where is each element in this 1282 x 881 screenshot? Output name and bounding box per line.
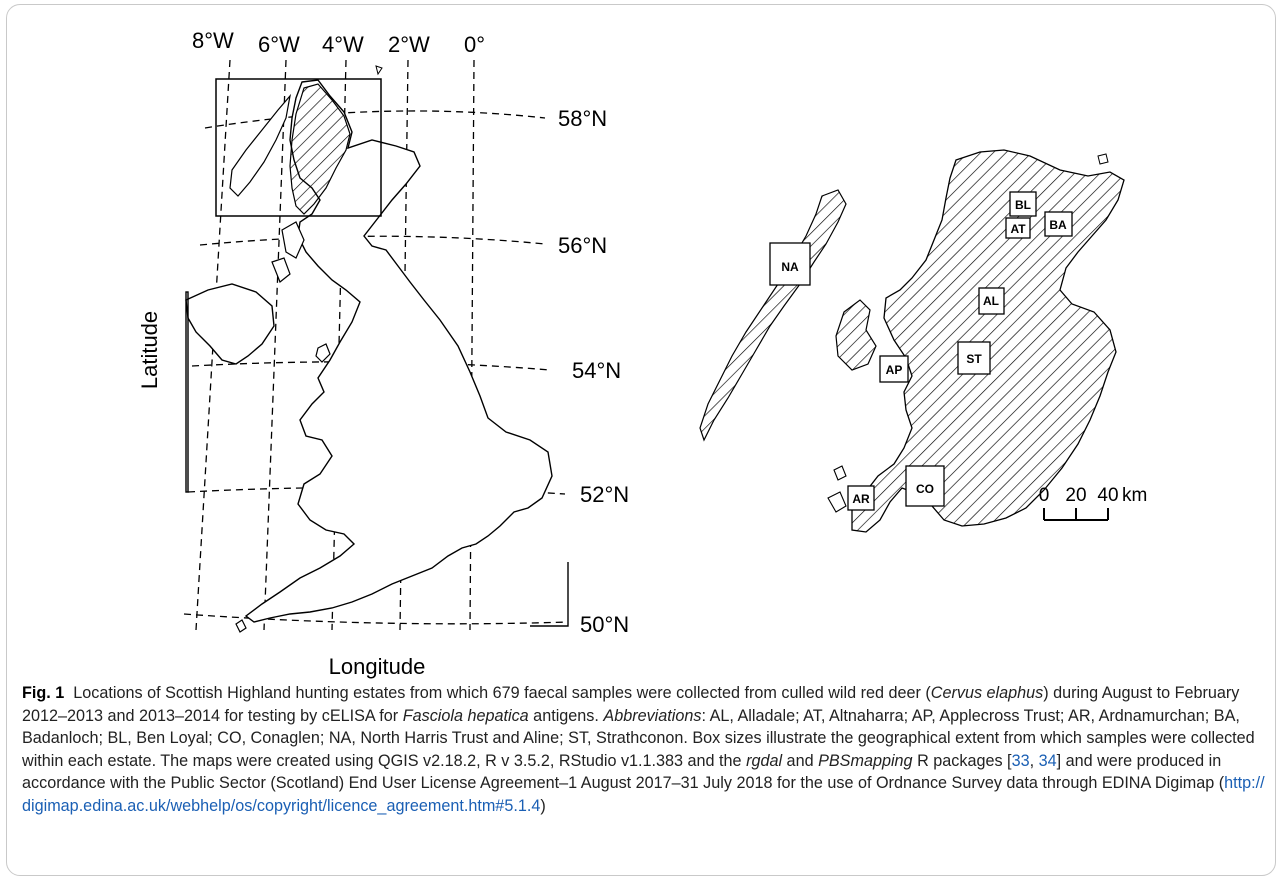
skye-island [835, 299, 877, 371]
scale-label-0: 0 [1039, 485, 1050, 506]
figure-caption: Fig. 1 Locations of Scottish Highland hu… [22, 684, 1265, 815]
latitude-labels: 58°N 56°N 54°N 52°N 50°N [558, 106, 629, 637]
lat-label-56n: 56°N [558, 233, 607, 258]
digimap-license-link[interactable]: http://digimap.edina.ac.uk/webhelp/os/co… [22, 774, 1265, 815]
south-england-islands [235, 619, 247, 633]
figure-maps: 8°W 6°W 4°W 2°W 0° 58°N 56°N 54°N 52°N 5… [137, 28, 1147, 679]
shetland-fragment [375, 65, 383, 76]
orkney-fragment [1097, 153, 1109, 165]
estate-box-al: AL [978, 287, 1005, 315]
y-axis-label: Latitude [137, 311, 162, 389]
x-axis-label: Longitude [329, 654, 426, 679]
svg-text:AT: AT [1010, 222, 1026, 236]
estate-box-at: AT [1005, 217, 1031, 239]
inner-isles [271, 221, 305, 283]
lat-label-54n: 54°N [572, 358, 621, 383]
svg-text:ST: ST [966, 352, 982, 366]
lon-label-6w: 6°W [258, 32, 300, 57]
lat-label-50n: 50°N [580, 612, 629, 637]
svg-text:CO: CO [916, 482, 934, 496]
figure-number: Fig. 1 [22, 684, 65, 702]
estate-box-ba: BA [1044, 211, 1073, 237]
highlands-mainland [851, 149, 1125, 533]
species-name: Cervus elaphus [930, 684, 1044, 702]
lon-label-2w: 2°W [388, 32, 430, 57]
outer-hebrides [699, 189, 847, 442]
package-rgdal: rgdal [746, 751, 783, 770]
estate-box-ar: AR [847, 485, 875, 511]
scale-label-km: km [1122, 485, 1147, 506]
parasite-name: Fasciola hepatica [402, 706, 529, 725]
highlands-map: BL BA AT NA AL ST [699, 149, 1147, 533]
scale-label-20: 20 [1065, 485, 1086, 506]
package-pbsmapping: PBSmapping [818, 751, 913, 770]
figure-frame [6, 4, 1276, 876]
isle-of-man [315, 343, 331, 363]
estate-box-bl: BL [1009, 191, 1037, 217]
estate-boxes: BL BA AT NA AL ST [769, 191, 1073, 511]
reference-link-33[interactable]: 33 [1011, 751, 1030, 770]
estate-box-ap: AP [879, 355, 909, 383]
svg-text:AL: AL [983, 294, 999, 308]
estate-box-st: ST [957, 341, 991, 375]
lat-label-58n: 58°N [558, 106, 607, 131]
reference-link-34[interactable]: 34 [1038, 751, 1057, 770]
ireland-clip-box [185, 291, 189, 493]
scale-bar: 0 20 40 km [1039, 485, 1147, 521]
svg-text:BA: BA [1049, 218, 1067, 232]
inset-highlight-box [215, 78, 382, 217]
highland-hatched-region [289, 83, 351, 215]
hebrides-outline [229, 93, 291, 197]
longitude-labels: 8°W 6°W 4°W 2°W 0° [192, 28, 485, 57]
svg-text:NA: NA [781, 260, 799, 274]
estate-box-co: CO [905, 465, 945, 507]
estate-box-na: NA [769, 242, 811, 286]
lat-label-52n: 52°N [580, 482, 629, 507]
small-isles [827, 465, 847, 513]
channel-bracket [530, 562, 569, 627]
lon-label-8w: 8°W [192, 28, 234, 53]
abbreviations-label: Abbreviations [603, 706, 702, 725]
lon-label-4w: 4°W [322, 32, 364, 57]
scale-label-40: 40 [1097, 485, 1118, 506]
svg-text:BL: BL [1015, 198, 1031, 212]
uk-map: 8°W 6°W 4°W 2°W 0° 58°N 56°N 54°N 52°N 5… [137, 28, 629, 679]
svg-text:AP: AP [886, 363, 903, 377]
ireland-outline [185, 283, 275, 365]
lon-label-0: 0° [464, 32, 485, 57]
svg-text:AR: AR [852, 492, 870, 506]
